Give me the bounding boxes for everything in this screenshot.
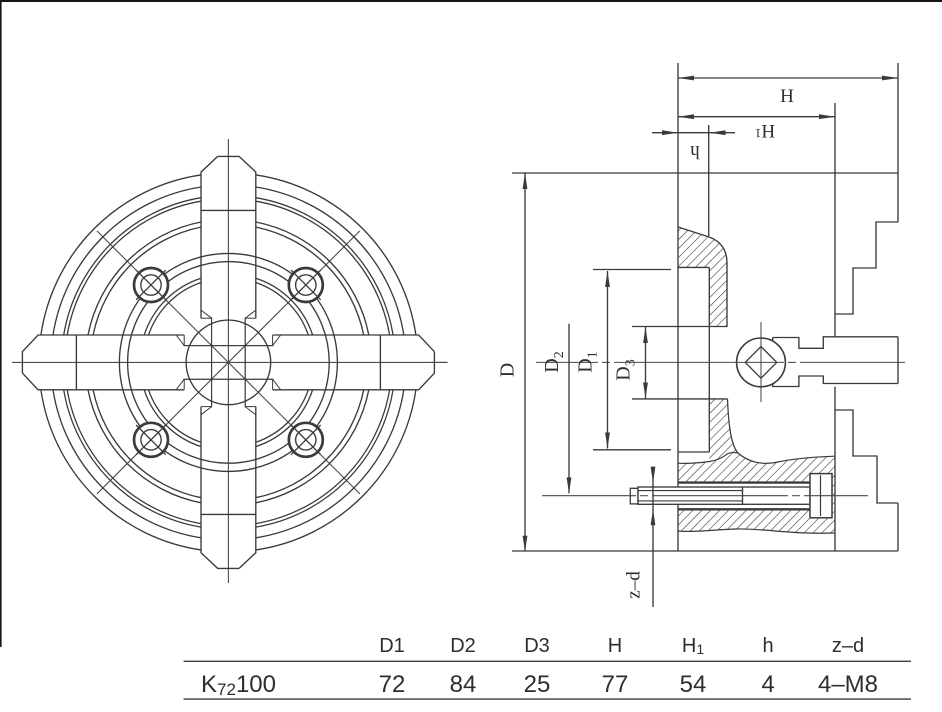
svg-text:84: 84: [450, 671, 477, 698]
svg-text:H1: H1: [682, 635, 704, 657]
svg-text:D2: D2: [450, 635, 476, 657]
svg-text:K72100: K72100: [201, 671, 276, 699]
svg-text:H: H: [608, 635, 622, 657]
svg-text:z–d: z–d: [624, 571, 645, 599]
svg-text:h: h: [762, 635, 773, 657]
svg-text:D3: D3: [524, 635, 550, 657]
svg-text:25: 25: [524, 671, 551, 698]
svg-text:4–M8: 4–M8: [818, 671, 878, 698]
svg-text:77: 77: [602, 671, 629, 698]
svg-text:z–d: z–d: [832, 635, 864, 657]
svg-text:D1: D1: [379, 635, 405, 657]
svg-text:h: h: [690, 141, 700, 162]
svg-text:D: D: [497, 363, 519, 377]
svg-text:H: H: [780, 86, 794, 107]
svg-text:54: 54: [680, 671, 707, 698]
svg-text:4: 4: [761, 671, 774, 698]
svg-text:72: 72: [379, 671, 406, 698]
